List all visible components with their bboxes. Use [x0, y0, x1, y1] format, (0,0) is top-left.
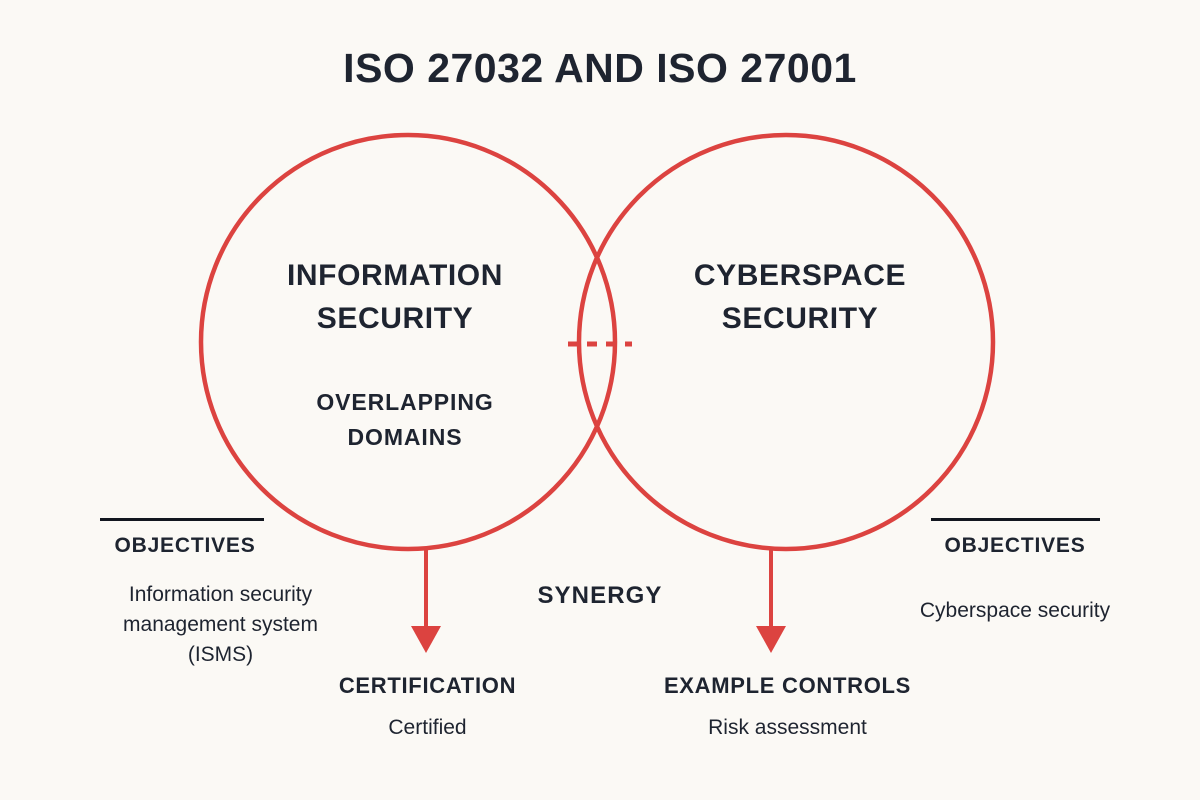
right-objectives-body: Cyberspace security	[919, 599, 1111, 622]
left-objectives-heading: OBJECTIVES	[114, 534, 256, 557]
right-circle-outline	[576, 132, 996, 552]
certification-heading: CERTIFICATION	[338, 673, 517, 698]
page-title: ISO 27032 AND ISO 27001	[343, 45, 857, 91]
right-arrow	[756, 549, 786, 653]
right-objectives-rule	[931, 518, 1100, 521]
certification-body: Certified	[388, 716, 467, 739]
left-circle-heading: INFORMATION SECURITY	[286, 259, 503, 335]
example-controls-heading: EXAMPLE CONTROLS	[663, 673, 912, 698]
left-objectives-body: Information security management system (…	[123, 583, 318, 666]
left-objectives-rule	[100, 518, 264, 521]
right-circle-heading: CYBERSPACE SECURITY	[693, 259, 907, 335]
overlapping-domains-label: OVERLAPPING DOMAINS	[316, 389, 494, 450]
right-objectives-heading: OBJECTIVES	[944, 534, 1086, 557]
example-controls-body: Risk assessment	[708, 716, 867, 739]
left-circle-outline	[198, 132, 618, 552]
left-arrow	[411, 549, 441, 653]
synergy-label: SYNERGY	[537, 582, 663, 609]
